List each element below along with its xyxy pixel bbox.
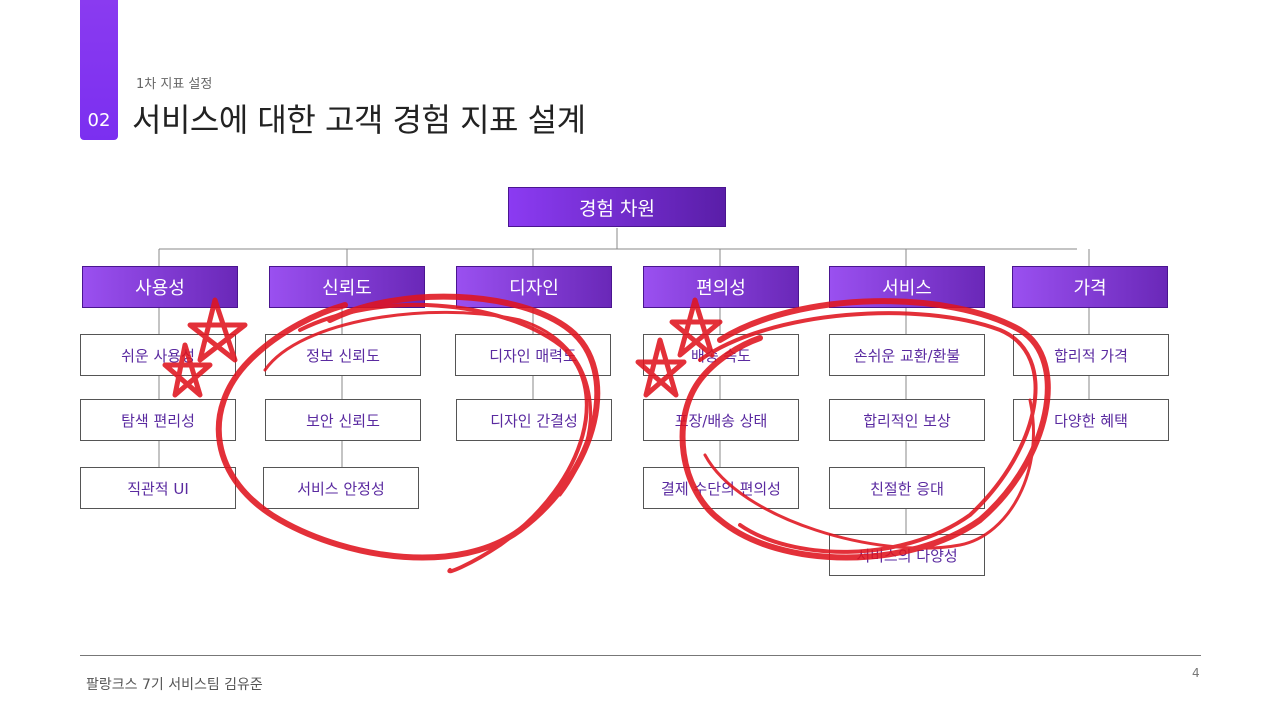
category-design: 디자인 — [456, 266, 612, 308]
leaf-node: 정보 신뢰도 — [265, 334, 421, 376]
category-service: 서비스 — [829, 266, 985, 308]
leaf-node: 탐색 편리성 — [80, 399, 236, 441]
page-number: 4 — [1192, 666, 1200, 680]
leaf-node: 쉬운 사용성 — [80, 334, 236, 376]
leaf-node: 손쉬운 교환/환불 — [829, 334, 985, 376]
category-reliability: 신뢰도 — [269, 266, 425, 308]
root-node-experience-dimension: 경험 차원 — [508, 187, 726, 227]
leaf-node: 다양한 혜택 — [1013, 399, 1169, 441]
leaf-node: 보안 신뢰도 — [265, 399, 421, 441]
leaf-node: 포장/배송 상태 — [643, 399, 799, 441]
slide-subtitle: 1차 지표 설정 — [136, 77, 213, 92]
section-number: 02 — [87, 110, 111, 131]
footer-credit: 팔랑크스 7기 서비스팀 김유준 — [86, 677, 263, 693]
leaf-node: 합리적 가격 — [1013, 334, 1169, 376]
leaf-node: 합리적인 보상 — [829, 399, 985, 441]
leaf-node: 서비스의 다양성 — [829, 534, 985, 576]
leaf-node: 결제 수단의 편의성 — [643, 467, 799, 509]
footer-divider — [80, 655, 1201, 656]
leaf-node: 직관적 UI — [80, 467, 236, 509]
category-price: 가격 — [1012, 266, 1168, 308]
category-usability: 사용성 — [82, 266, 238, 308]
leaf-node: 디자인 매력도 — [455, 334, 611, 376]
section-accent-bar — [80, 0, 118, 140]
leaf-node: 배송 속도 — [643, 334, 799, 376]
slide-title: 서비스에 대한 고객 경험 지표 설계 — [132, 101, 586, 139]
category-convenience: 편의성 — [643, 266, 799, 308]
leaf-node: 서비스 안정성 — [263, 467, 419, 509]
leaf-node: 디자인 간결성 — [456, 399, 612, 441]
leaf-node: 친절한 응대 — [829, 467, 985, 509]
